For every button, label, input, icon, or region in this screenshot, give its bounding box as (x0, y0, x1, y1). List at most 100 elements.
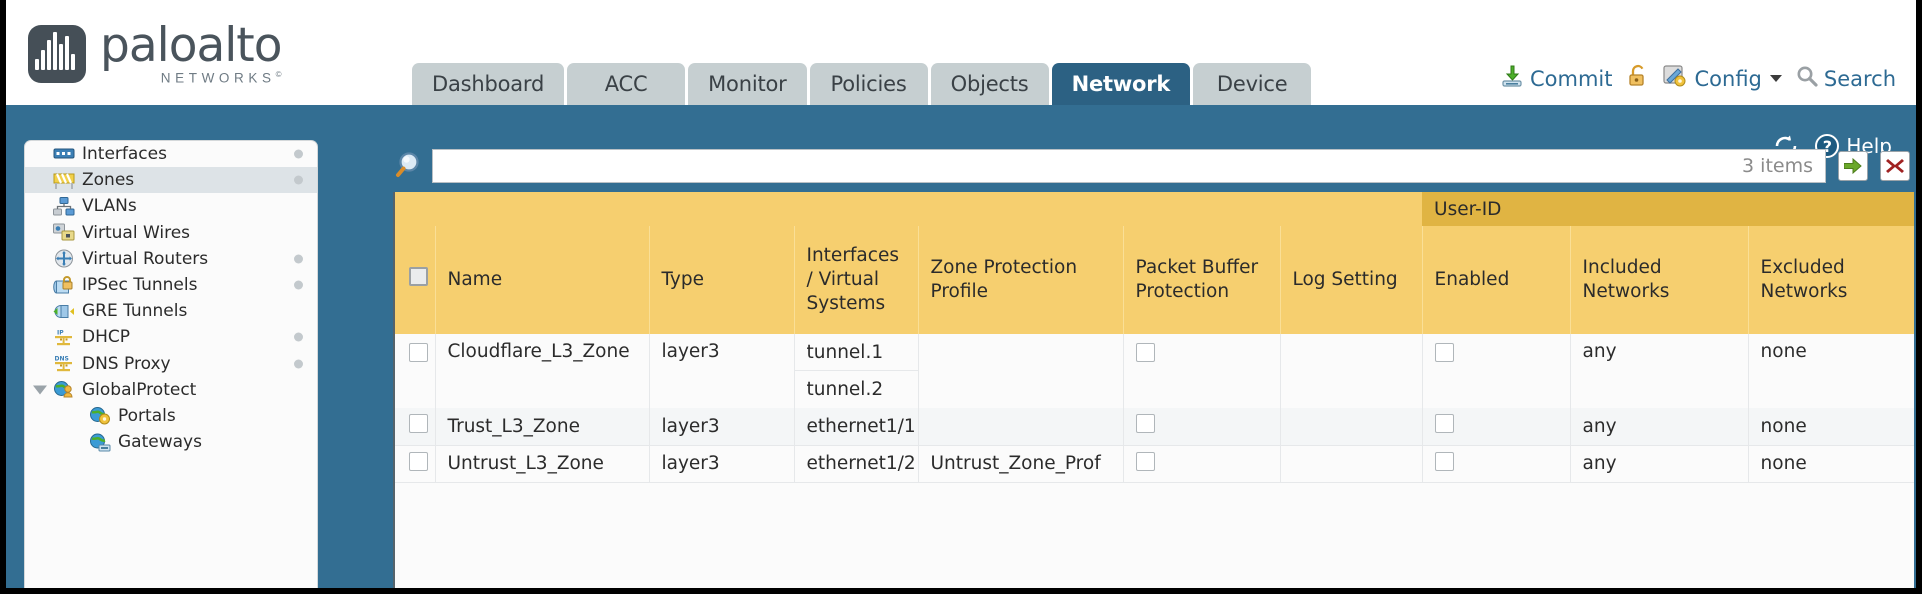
column-header-zone-protection-profile[interactable]: Zone Protection Profile (918, 226, 1124, 334)
svg-text:DNS: DNS (55, 356, 69, 363)
row-checkbox[interactable] (409, 414, 428, 434)
column-header-log-setting[interactable]: Log Setting (1280, 226, 1423, 334)
column-header-included-networks[interactable]: Included Networks (1570, 226, 1749, 334)
cell-name[interactable]: Trust_L3_Zone (435, 408, 650, 446)
packet-buffer-protection-checkbox[interactable] (1135, 414, 1155, 434)
cell-name[interactable]: Cloudflare_L3_Zone (435, 334, 650, 408)
tab-acc[interactable]: ACC (567, 63, 686, 105)
cell-interfaces: ethernet1/1 (794, 408, 919, 446)
chevron-down-icon (1769, 75, 1782, 82)
cell-userid-enabled[interactable] (1422, 445, 1571, 483)
table-head: User-ID Name Type Interfaces / Virtual S… (395, 192, 1914, 334)
sidebar-item-interfaces[interactable]: Interfaces (25, 141, 317, 167)
cell-type: layer3 (649, 445, 795, 483)
tab-device[interactable]: Device (1193, 63, 1312, 105)
group-header-userid: User-ID (1422, 192, 1914, 226)
userid-enabled-checkbox[interactable] (1434, 343, 1454, 362)
sidebar-item-label: Portals (118, 405, 176, 426)
filter-toolbar: 3 items (389, 140, 1916, 192)
items-count-label: 3 items (1742, 155, 1813, 177)
sidebar-item-label: DNS Proxy (82, 353, 171, 374)
tab-monitor[interactable]: Monitor (688, 63, 807, 105)
sidebar-item-label: GRE Tunnels (82, 301, 188, 322)
sidebar-item-label: Virtual Routers (82, 248, 209, 269)
group-blank (395, 192, 1423, 226)
table-row[interactable]: Untrust_L3_Zone layer3 ethernet1/2 Untru… (395, 445, 1914, 483)
column-header-name[interactable]: Name (435, 226, 650, 334)
packet-buffer-protection-checkbox[interactable] (1135, 343, 1155, 362)
cell-packet-buffer-protection[interactable] (1123, 445, 1281, 483)
cell-packet-buffer-protection[interactable] (1123, 334, 1281, 408)
config-icon (1662, 64, 1689, 93)
sidebar-item-gre-tunnels[interactable]: GRE Tunnels (25, 298, 317, 324)
chevron-down-icon[interactable] (33, 385, 47, 395)
column-header-interfaces[interactable]: Interfaces / Virtual Systems (794, 226, 919, 334)
sidebar-item-virtual-wires[interactable]: Virtual Wires (25, 220, 317, 246)
search-button[interactable]: Search (1796, 65, 1896, 92)
cell-userid-enabled[interactable] (1422, 334, 1571, 408)
network-sidebar: Interfaces Zones VLANs Virtual Wires (24, 140, 318, 588)
column-header-packet-buffer-protection[interactable]: Packet Buffer Protection (1123, 226, 1281, 334)
select-all-checkbox[interactable] (409, 267, 428, 287)
row-checkbox[interactable] (409, 343, 428, 362)
cell-interfaces: ethernet1/2 (794, 445, 919, 483)
sidebar-item-gateways[interactable]: Gateways (25, 429, 317, 455)
sidebar-item-portals[interactable]: Portals (25, 403, 317, 429)
userid-enabled-checkbox[interactable] (1434, 414, 1454, 434)
row-select-cell[interactable] (395, 334, 436, 408)
tab-dashboard[interactable]: Dashboard (412, 63, 565, 105)
tab-network[interactable]: Network (1051, 63, 1191, 105)
sidebar-item-globalprotect[interactable]: GlobalProtect (25, 377, 317, 403)
apply-filter-button[interactable] (1838, 151, 1868, 181)
sidebar-item-zones[interactable]: Zones (25, 167, 317, 194)
column-header-excluded-networks[interactable]: Excluded Networks (1748, 226, 1914, 334)
zones-icon (53, 171, 75, 190)
tab-policies[interactable]: Policies (809, 63, 928, 105)
row-checkbox[interactable] (409, 451, 428, 471)
lock-button[interactable] (1627, 64, 1649, 93)
select-all-header[interactable] (395, 226, 436, 334)
commit-button[interactable]: Commit (1500, 64, 1613, 93)
packet-buffer-protection-checkbox[interactable] (1135, 451, 1155, 471)
sidebar-item-dhcp[interactable]: IP DHCP (25, 324, 317, 350)
search-label: Search (1823, 66, 1897, 91)
status-dot (294, 254, 303, 264)
search-icon[interactable] (394, 149, 428, 183)
config-menu[interactable]: Config (1662, 64, 1782, 93)
brand-logo[interactable]: paloalto NETWORKS© (28, 22, 282, 85)
tab-objects[interactable]: Objects (930, 63, 1049, 105)
row-select-cell[interactable] (395, 408, 436, 446)
interface-item: tunnel.1 (794, 334, 918, 371)
sidebar-item-dns-proxy[interactable]: DNS DNS Proxy (25, 351, 317, 377)
ipsec-tunnels-icon (53, 275, 75, 295)
cell-included-networks: any (1570, 408, 1749, 446)
commit-icon (1500, 64, 1524, 93)
status-dot (294, 175, 303, 185)
row-select-cell[interactable] (395, 445, 436, 483)
cell-userid-enabled[interactable] (1422, 408, 1571, 446)
sidebar-item-vlans[interactable]: VLANs (25, 193, 317, 219)
main-nav-tabs: Dashboard ACC Monitor Policies Objects N… (412, 63, 1312, 105)
cell-excluded-networks: none (1748, 408, 1914, 446)
column-header-enabled[interactable]: Enabled (1422, 226, 1571, 334)
sidebar-item-label: VLANs (82, 196, 137, 217)
cell-zone-protection-profile (918, 334, 1124, 408)
cell-packet-buffer-protection[interactable] (1123, 408, 1281, 446)
app-window: paloalto NETWORKS© Dashboard ACC Monitor… (6, 0, 1916, 588)
gateways-icon (89, 433, 111, 452)
userid-enabled-checkbox[interactable] (1434, 451, 1454, 471)
search-icon (1796, 65, 1818, 92)
clear-filter-button[interactable] (1880, 151, 1910, 181)
table-body: Cloudflare_L3_Zone layer3 tunnel.1 tunne… (395, 334, 1914, 542)
column-header-type[interactable]: Type (649, 226, 795, 334)
sidebar-item-label: Gateways (118, 432, 202, 453)
cell-log-setting (1280, 445, 1423, 483)
sidebar-item-virtual-routers[interactable]: Virtual Routers (25, 246, 317, 272)
cell-name[interactable]: Untrust_L3_Zone (435, 445, 650, 483)
search-input[interactable]: 3 items (432, 149, 1826, 183)
svg-text:IP: IP (57, 329, 64, 336)
cell-type: layer3 (649, 408, 795, 446)
table-row[interactable]: Trust_L3_Zone layer3 ethernet1/1 any non… (395, 408, 1914, 446)
vlans-icon (53, 196, 75, 216)
sidebar-item-ipsec-tunnels[interactable]: IPSec Tunnels (25, 272, 317, 298)
